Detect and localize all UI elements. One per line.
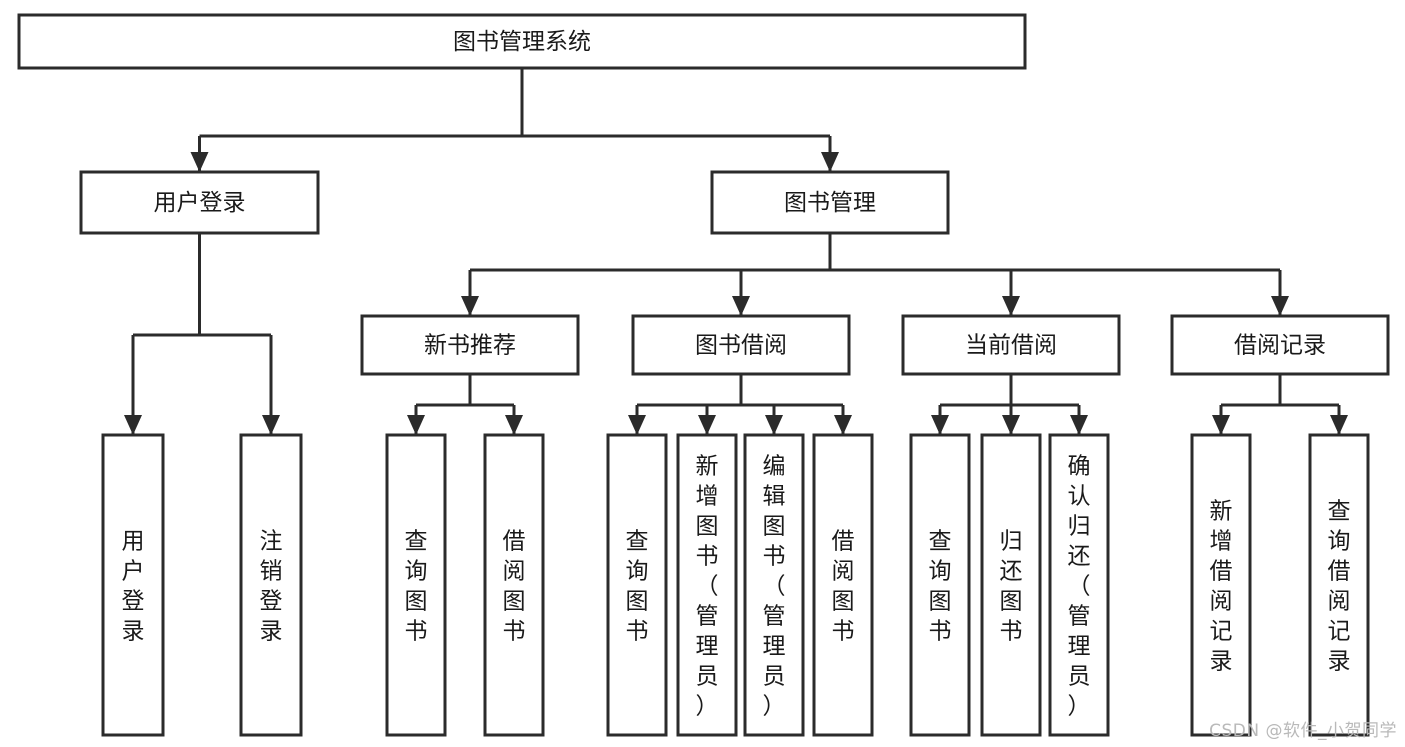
node-box-user-login	[79, 170, 320, 235]
arrow-head-icon	[190, 152, 209, 172]
node-box-leaf-query-book-1	[385, 433, 447, 737]
arrow-head-icon	[628, 415, 646, 435]
node-box-book-management	[710, 170, 950, 235]
node-box-leaf-edit-book	[743, 433, 805, 737]
node-label-leaf-query-record: 查询借阅记录	[1328, 498, 1351, 674]
node-root[interactable]: 图书管理系统	[17, 13, 1027, 70]
node-box-leaf-query-book-3	[909, 433, 971, 737]
node-label-leaf-query-book-3: 查询图书	[929, 528, 952, 644]
node-box-leaf-add-book	[676, 433, 738, 737]
arrow-head-icon	[1070, 415, 1088, 435]
arrow-head-icon	[834, 415, 852, 435]
node-box-leaf-borrow-book-2	[812, 433, 874, 737]
node-leaf-user-logout[interactable]: 注销登录	[239, 433, 303, 737]
node-label-leaf-edit-book: 编辑图书（管理员）	[763, 453, 786, 719]
node-box-borrow-records	[1170, 314, 1390, 376]
node-label-leaf-query-book-1: 查询图书	[405, 528, 428, 644]
watermark-text: CSDN @软件_小贺同学	[1209, 721, 1397, 741]
arrow-head-icon	[698, 415, 716, 435]
node-leaf-edit-book[interactable]: 编辑图书（管理员）	[743, 433, 805, 737]
node-box-leaf-return-book	[980, 433, 1042, 737]
node-leaf-borrow-book-2[interactable]: 借阅图书	[812, 433, 874, 737]
node-leaf-query-book-2[interactable]: 查询图书	[606, 433, 668, 737]
node-leaf-query-book-3[interactable]: 查询图书	[909, 433, 971, 737]
node-box-leaf-confirm-return	[1048, 433, 1110, 737]
node-book-borrow[interactable]: 图书借阅	[631, 314, 851, 376]
node-layer: 图书管理系统用户登录用户登录注销登录图书管理新书推荐查询图书借阅图书图书借阅查询…	[17, 13, 1390, 737]
node-book-management[interactable]: 图书管理	[710, 170, 950, 235]
node-label-leaf-add-record: 新增借阅记录	[1210, 498, 1233, 674]
arrow-head-icon	[821, 152, 839, 172]
node-user-login[interactable]: 用户登录	[79, 170, 320, 235]
node-label-leaf-query-book-2: 查询图书	[626, 528, 649, 644]
node-box-leaf-borrow-book-1	[483, 433, 545, 737]
node-label-borrow-records: 借阅记录	[1234, 333, 1326, 359]
node-label-leaf-add-book: 新增图书（管理员）	[696, 453, 719, 719]
node-leaf-add-record[interactable]: 新增借阅记录	[1190, 433, 1252, 737]
node-label-leaf-borrow-book-2: 借阅图书	[832, 528, 855, 644]
node-box-leaf-query-book-2	[606, 433, 668, 737]
arrow-head-icon	[407, 415, 425, 435]
node-label-leaf-user-logout: 注销登录	[260, 528, 283, 644]
node-label-leaf-confirm-return: 确认归还（管理员）	[1068, 453, 1091, 719]
node-box-leaf-add-record	[1190, 433, 1252, 737]
connector-layer	[124, 68, 1348, 435]
arrow-head-icon	[732, 296, 750, 316]
node-leaf-user-login[interactable]: 用户登录	[101, 433, 165, 737]
node-label-root: 图书管理系统	[453, 29, 591, 55]
node-label-new-book-recommend: 新书推荐	[424, 333, 516, 359]
node-label-leaf-user-login: 用户登录	[122, 528, 145, 644]
arrow-head-icon	[1002, 415, 1020, 435]
node-label-leaf-return-book: 归还图书	[1000, 528, 1023, 644]
node-label-leaf-borrow-book-1: 借阅图书	[503, 528, 526, 644]
node-box-book-borrow	[631, 314, 851, 376]
node-leaf-query-book-1[interactable]: 查询图书	[385, 433, 447, 737]
node-box-current-borrow	[901, 314, 1121, 376]
node-label-current-borrow: 当前借阅	[965, 333, 1057, 359]
node-label-user-login: 用户登录	[154, 190, 246, 216]
arrow-head-icon	[505, 415, 523, 435]
node-box-root	[17, 13, 1027, 70]
node-leaf-add-book[interactable]: 新增图书（管理员）	[676, 433, 738, 737]
arrow-head-icon	[1330, 415, 1348, 435]
node-leaf-return-book[interactable]: 归还图书	[980, 433, 1042, 737]
node-box-leaf-user-logout	[239, 433, 303, 737]
node-leaf-confirm-return[interactable]: 确认归还（管理员）	[1048, 433, 1110, 737]
arrow-head-icon	[461, 296, 479, 316]
node-current-borrow[interactable]: 当前借阅	[901, 314, 1121, 376]
arrow-head-icon	[1212, 415, 1230, 435]
arrow-head-icon	[124, 415, 142, 435]
node-box-leaf-user-login	[101, 433, 165, 737]
node-new-book-recommend[interactable]: 新书推荐	[360, 314, 580, 376]
node-box-new-book-recommend	[360, 314, 580, 376]
node-borrow-records[interactable]: 借阅记录	[1170, 314, 1390, 376]
arrow-head-icon	[262, 415, 280, 435]
arrow-head-icon	[1271, 296, 1289, 316]
node-leaf-query-record[interactable]: 查询借阅记录	[1308, 433, 1370, 737]
arrow-head-icon	[931, 415, 949, 435]
node-label-book-management: 图书管理	[784, 190, 876, 216]
node-box-leaf-query-record	[1308, 433, 1370, 737]
node-label-book-borrow: 图书借阅	[695, 333, 787, 359]
arrow-head-icon	[765, 415, 783, 435]
node-leaf-borrow-book-1[interactable]: 借阅图书	[483, 433, 545, 737]
arrow-head-icon	[1002, 296, 1020, 316]
